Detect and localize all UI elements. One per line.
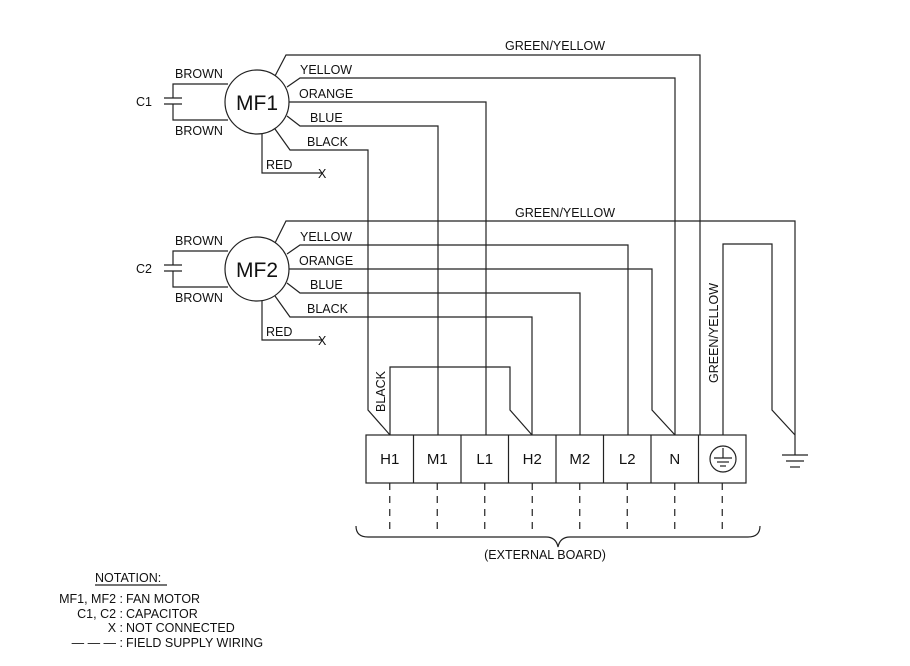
capacitor-c1: C1 BROWN BROWN <box>136 67 228 138</box>
mf1-yellow-wire <box>286 77 676 435</box>
mf2-black-label: BLACK <box>307 302 349 316</box>
mf1-blue-wire <box>286 115 439 435</box>
notation: NOTATION: MF1, MF2 : FAN MOTOR C1, C2 : … <box>59 571 263 650</box>
jumper-black-label: BLACK <box>374 370 388 412</box>
capacitor-c2-label: C2 <box>136 262 152 276</box>
mf1-brown-top-label: BROWN <box>175 67 223 81</box>
notation-key-3: X : <box>108 621 123 635</box>
terminal-n: N <box>669 451 680 468</box>
mf1-orange-label: ORANGE <box>299 87 353 101</box>
terminal-m1: M1 <box>427 451 448 468</box>
mf1-yellow-label: YELLOW <box>300 63 352 77</box>
terminal-l1: L1 <box>476 451 493 468</box>
mf2-not-connected-mark: X <box>318 334 327 348</box>
notation-value-1: FAN MOTOR <box>126 592 200 606</box>
mf2-brown-top-label: BROWN <box>175 234 223 248</box>
motor-mf2: C2 BROWN BROWN MF2 GREEN/YELLOW YELLOW O… <box>136 206 796 436</box>
external-board-brace <box>355 525 761 548</box>
terminal-h2: H2 <box>523 451 542 468</box>
terminal-m2: M2 <box>569 451 590 468</box>
mf1-not-connected-mark: X <box>318 167 327 181</box>
terminal-h1: H1 <box>380 451 399 468</box>
capacitor-c2: C2 BROWN BROWN <box>136 234 228 305</box>
earth-ground-icon <box>709 445 737 473</box>
mf1-orange-wire <box>289 101 487 435</box>
mf2-yellow-wire <box>286 244 629 435</box>
notation-key-1: MF1, MF2 : <box>59 592 123 606</box>
mf2-brown-bottom-label: BROWN <box>175 291 223 305</box>
mf2-red-label: RED <box>266 325 292 339</box>
mf1-red-label: RED <box>266 158 292 172</box>
mf2-yellow-label: YELLOW <box>300 230 352 244</box>
notation-value-3: NOT CONNECTED <box>126 621 235 635</box>
jumper-black-wire <box>389 366 533 436</box>
field-supply-wiring <box>389 483 723 532</box>
motor-mf1: C1 BROWN BROWN MF1 GREEN/YELLOW YELLOW O… <box>136 39 701 436</box>
capacitor-c1-label: C1 <box>136 95 152 109</box>
mf2-blue-label: BLUE <box>310 278 343 292</box>
mf1-black-label: BLACK <box>307 135 349 149</box>
terminal-l2: L2 <box>619 451 636 468</box>
mf2-blue-wire <box>286 282 581 435</box>
notation-key-2: C1, C2 : <box>77 607 123 621</box>
mf2-orange-wire <box>289 268 676 436</box>
notation-value-4: FIELD SUPPLY WIRING <box>126 636 263 650</box>
mf2-orange-label: ORANGE <box>299 254 353 268</box>
mf2-black-wire <box>274 295 533 435</box>
external-board-label: (EXTERNAL BOARD) <box>484 548 606 562</box>
mf1-black-wire <box>274 128 391 436</box>
terminal-block: H1 M1 L1 H2 M2 L2 N <box>365 434 747 484</box>
notation-value-2: CAPACITOR <box>126 607 198 621</box>
external-ground-icon <box>782 435 808 468</box>
mf2-ground-wire <box>274 220 796 435</box>
motor-mf2-label: MF2 <box>236 259 278 282</box>
notation-key-4: — — — : <box>72 636 123 650</box>
earth-jumper-label: GREEN/YELLOW <box>707 283 721 383</box>
mf2-red-wire <box>261 301 322 341</box>
mf1-ground-label: GREEN/YELLOW <box>505 39 605 53</box>
mf2-ground-label: GREEN/YELLOW <box>515 206 615 220</box>
mf1-blue-label: BLUE <box>310 111 343 125</box>
mf1-red-wire <box>261 134 322 174</box>
mf1-brown-bottom-label: BROWN <box>175 124 223 138</box>
earth-jumper-wire <box>722 243 796 436</box>
mf1-ground-wire <box>274 54 701 435</box>
notation-title: NOTATION: <box>95 571 161 585</box>
motor-mf1-label: MF1 <box>236 92 278 115</box>
